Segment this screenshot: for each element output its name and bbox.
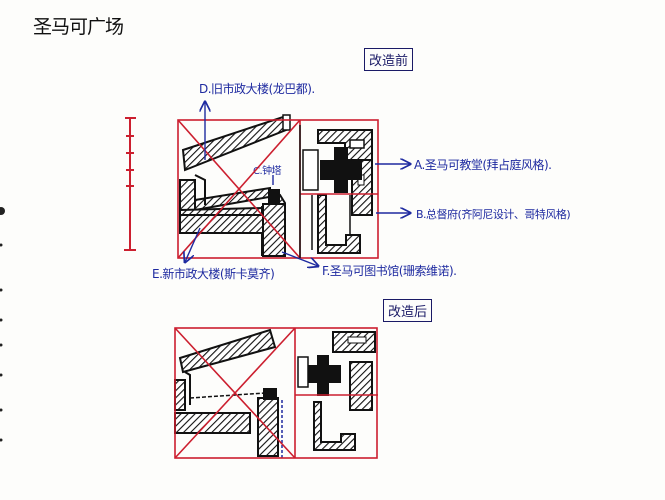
label-d: D.旧市政大楼(龙巴都). [199,82,315,96]
label-f: F.圣马可图书馆(珊索维诺). [322,264,457,278]
label-a: A.圣马可教堂(拜占庭风格). [414,158,552,172]
before-tag: 改造前 [364,48,414,71]
label-b: B.总督府(齐阿尼设计、哥特风格) [416,208,571,221]
after-tag: 改造后 [383,299,433,322]
label-c: C.钟塔 [253,166,282,177]
page-title: 圣马可广场 [33,16,124,38]
scale-bar [124,117,136,251]
plan-before [177,102,410,266]
label-e: E.新市政大楼(斯卡莫齐) [152,267,275,281]
plan-after [174,327,378,460]
notebook-holes [0,207,5,442]
